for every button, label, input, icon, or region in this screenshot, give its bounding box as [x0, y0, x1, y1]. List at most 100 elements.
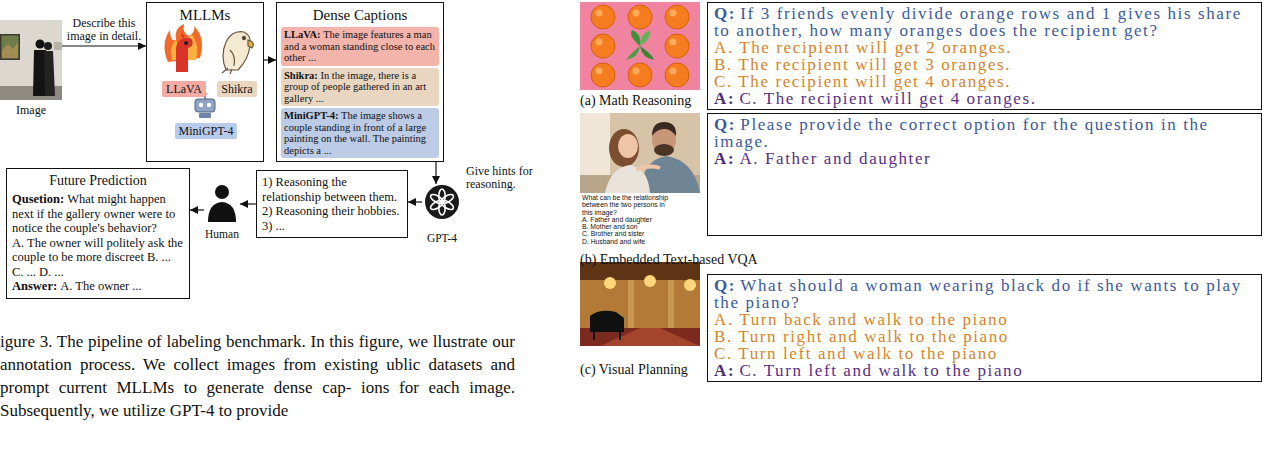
node-text: Future Prediction [49, 173, 147, 188]
null-part [596, 10, 677, 75]
hint-box: 1) Reasoning the relationship between th… [256, 170, 408, 238]
embedded-option: B. Mother and son [582, 223, 696, 230]
father-daughter-photo-part [609, 129, 639, 167]
gallery-photo-part [36, 40, 45, 49]
text-line: A. The recipient will get 2 oranges. [714, 39, 1255, 56]
qa-box: Q:What should a woman wearing black do i… [707, 274, 1262, 382]
caption-block: MiniGPT-4:The image shows a couple stand… [281, 108, 439, 158]
null-part-part [596, 39, 603, 46]
null-part-part [591, 63, 615, 87]
null-part-part [596, 68, 603, 75]
node-text: MiniGPT-4: [284, 110, 338, 121]
minigpt4-icon-part [199, 113, 211, 118]
node-text: C. Turn left and walk to the piano [714, 344, 998, 363]
node-text: C. The recipient will get 4 oranges. [739, 89, 1036, 108]
embedded-text-area: What can be the relationship between the… [582, 194, 696, 245]
future-prediction-box: Future PredictionQusetion:What might hap… [6, 168, 190, 299]
text-line: MiniGPT-4 [175, 121, 238, 139]
node-text: Shikra [217, 81, 256, 97]
gpt4-logo [425, 185, 459, 219]
text-line: B. Turn right and walk to the piano [714, 328, 1255, 345]
flow-arrow [240, 203, 256, 204]
embedded-option: C. Brother and sister [582, 230, 696, 237]
text-line: LLaVA:The image features a man and a wom… [284, 29, 436, 64]
text-line: Future Prediction [12, 172, 184, 189]
embedded-option: D. Husband and wife [582, 238, 696, 245]
edge-label: Give hints for reasoning. [466, 165, 546, 191]
text-line: A. Turn back and walk to the piano [714, 311, 1255, 328]
text-line: 1) Reasoning the relationship between th… [262, 175, 402, 204]
text-line: Shikra [217, 79, 256, 97]
caption-group-box: Dense CaptionsLLaVA:The image features a… [276, 2, 444, 162]
null-part-part [633, 10, 640, 17]
text-line: Dense Captions [281, 6, 439, 24]
hotel-lobby-photo-part [593, 332, 595, 340]
text-line: Answer:A. The owner ... [12, 279, 184, 294]
hotel-lobby-photo-part [619, 332, 621, 340]
text-line: C. Turn left and walk to the piano [714, 345, 1255, 362]
text-line: A. The owner will politely ask the coupl… [12, 236, 184, 280]
null-part-part [633, 68, 640, 75]
node-text: Q: [714, 4, 736, 23]
human-icon [208, 185, 236, 222]
oranges-photo-part [626, 46, 640, 60]
flow-arrow [435, 162, 436, 184]
null-part-part [591, 34, 615, 58]
node-text: B. The recipient will get 3 oranges. [714, 55, 1011, 74]
text-line: 3) ... [262, 219, 402, 234]
text-line: 2) Reasoning their hobbies. [262, 204, 402, 219]
qa-box: Q:If 3 friends evenly divide orange rows… [707, 2, 1262, 110]
gallery-photo-part [44, 42, 52, 50]
hotel-lobby-photo-part [628, 280, 634, 330]
node-text: MiniGPT-4 [175, 123, 238, 139]
llava-icon-part [176, 38, 193, 72]
gallery-photo-part [0, 20, 62, 100]
node-text: If 3 friends evenly divide orange rows a… [714, 4, 1242, 40]
embedded-option: A. Father and daughter [582, 216, 696, 223]
father-daughter-photo-part [618, 134, 638, 158]
null-part [591, 5, 689, 87]
human-icon-part [215, 185, 229, 199]
node-text: 2) Reasoning their hobbies. [262, 204, 399, 218]
node-text: Q: [714, 115, 736, 134]
node-text: What should a woman wearing black do if … [714, 276, 1242, 312]
node-text: A. Father and daughter [739, 149, 931, 168]
text-line: Shikra:In the image, there is a group of… [284, 70, 436, 105]
father-daughter-photo [580, 113, 700, 248]
gpt4-node: GPT-4 [422, 184, 462, 246]
null-part-part [628, 63, 652, 87]
embedded-question: What can be the relationship between the… [582, 194, 676, 216]
gallery-photo-part [2, 36, 19, 59]
caption-block: Shikra:In the image, there is a group of… [281, 68, 439, 107]
text-line: Qusetion:What might happen next if the g… [12, 192, 184, 236]
node-text: A: [714, 89, 735, 108]
text-line: Q:If 3 friends evenly divide orange rows… [714, 5, 1255, 39]
node-text: GPT-4 [427, 232, 457, 244]
text-line: LLaVA [162, 79, 206, 97]
hotel-lobby-photo-part [684, 279, 696, 291]
gallery-photo-part [0, 34, 20, 60]
flow-arrow [264, 59, 276, 60]
flow-arrow [62, 45, 146, 46]
null-part-part [670, 10, 677, 17]
node-text: Image [16, 103, 46, 117]
text-line: A:C. Turn left and walk to the piano [714, 362, 1255, 379]
node-text: Please provide the correct option for th… [714, 115, 1209, 151]
llava-icon-part [184, 41, 188, 45]
model-group-box: MLLMsLLaVAShikraMiniGPT-4 [146, 2, 264, 162]
edge-label: Describe this image in detail. [62, 17, 146, 43]
model-icon: LLaVA [159, 25, 209, 97]
shikra-icon-part [230, 50, 235, 66]
gallery-photo [0, 20, 62, 100]
node-text: Human [205, 228, 239, 240]
llava-icon-part [181, 32, 185, 38]
null-part-part [665, 5, 689, 29]
father-daughter-photo-part [652, 122, 676, 136]
null-part-part [670, 68, 677, 75]
hotel-lobby-photo-part [580, 262, 700, 346]
oranges-photo-part [640, 30, 650, 46]
llava-icon [164, 24, 202, 72]
node-text: B. Turn right and walk to the piano [714, 327, 1009, 346]
